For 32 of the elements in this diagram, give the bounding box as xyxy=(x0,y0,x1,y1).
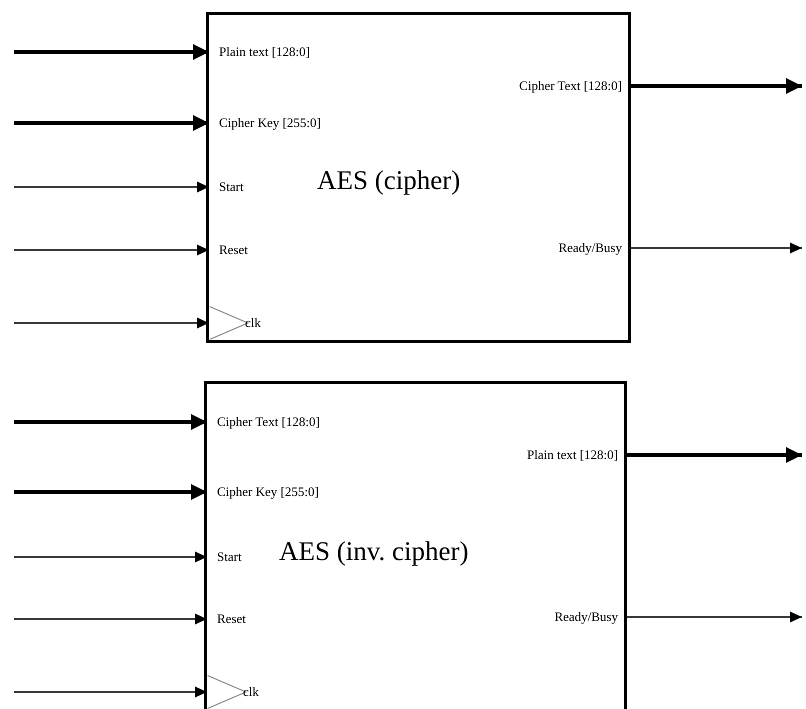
signal-arrow xyxy=(14,686,207,698)
pin-label: Start xyxy=(207,549,242,565)
pin-label: Reset xyxy=(207,611,246,627)
pin-label: Plain text [128:0] xyxy=(209,44,310,60)
signal-arrow xyxy=(14,318,209,328)
signal-arrow xyxy=(624,447,802,463)
pin-label: Plain text [128:0] xyxy=(527,447,624,463)
signal-arrow xyxy=(628,242,802,254)
pin-label: Cipher Text [128:0] xyxy=(207,414,320,430)
signal-arrow xyxy=(14,44,209,60)
signal-arrow xyxy=(14,414,207,430)
pin-label: Ready/Busy xyxy=(558,240,628,256)
signal-arrow xyxy=(14,244,209,256)
pin-label: Cipher Key [255:0] xyxy=(209,115,321,131)
pin-label: clk xyxy=(245,315,261,331)
signal-arrow xyxy=(628,78,802,94)
pin-label: Reset xyxy=(209,242,248,258)
signal-arrow xyxy=(14,552,207,562)
pin-label: Cipher Key [255:0] xyxy=(207,484,319,500)
module-block xyxy=(206,12,631,343)
block-title: AES (cipher) xyxy=(317,165,460,196)
signal-arrow xyxy=(14,115,209,131)
module-block xyxy=(204,381,627,709)
pin-label: Cipher Text [128:0] xyxy=(519,78,628,94)
signal-arrow xyxy=(624,612,802,622)
pin-label: Start xyxy=(209,179,244,195)
signal-arrow xyxy=(14,614,207,624)
block-title: AES (inv. cipher) xyxy=(279,536,468,567)
signal-arrow xyxy=(14,182,209,192)
pin-label: clk xyxy=(243,684,259,700)
signal-arrow xyxy=(14,484,207,500)
pin-label: Ready/Busy xyxy=(554,609,624,625)
